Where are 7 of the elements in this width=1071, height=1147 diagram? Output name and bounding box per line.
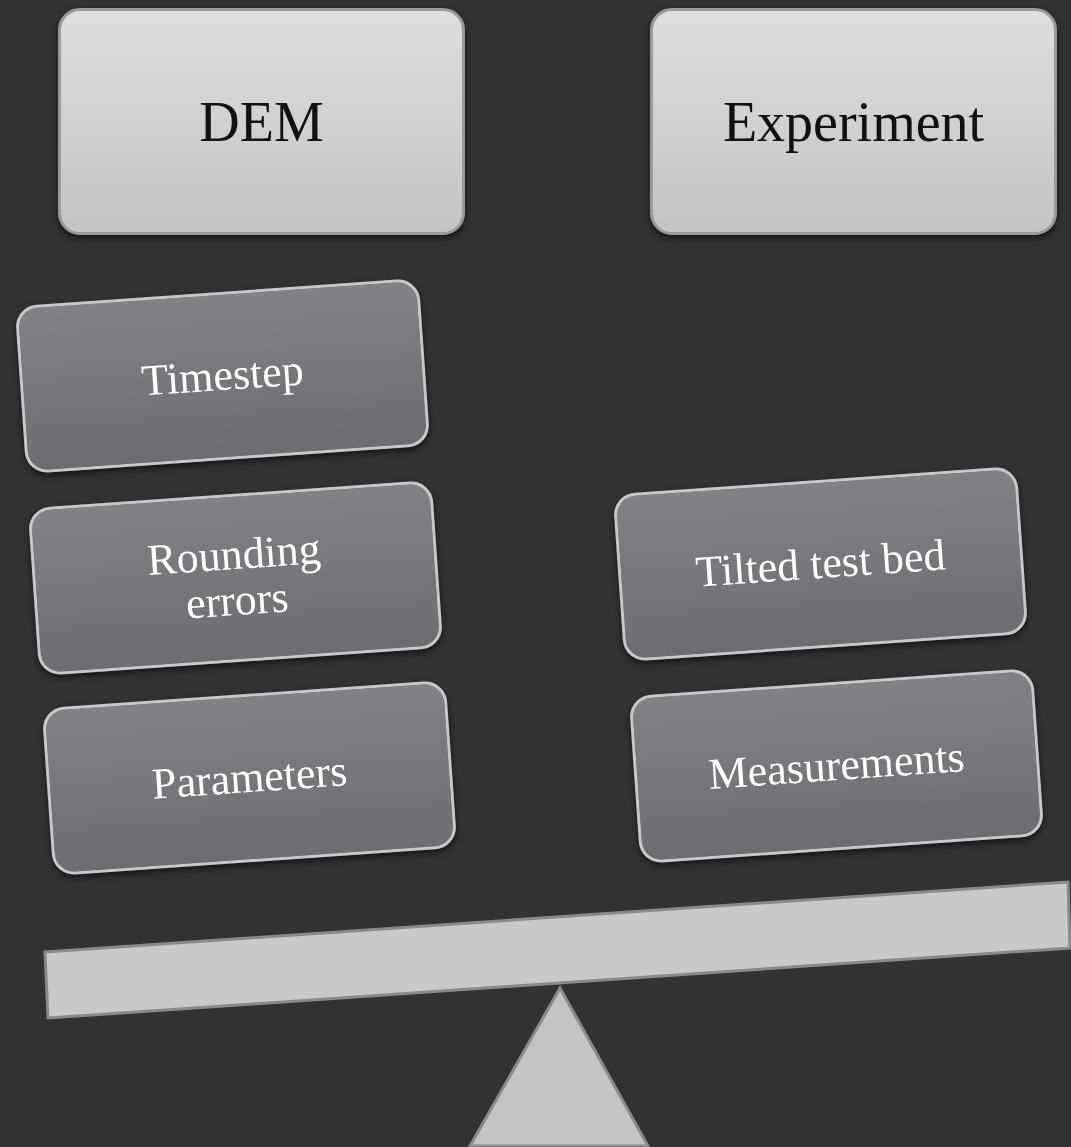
- category-box: Experiment: [650, 8, 1057, 235]
- factor-block: Measurements: [628, 668, 1045, 864]
- factor-block: Timestep: [14, 278, 431, 474]
- factor-block: Tilted test bed: [612, 466, 1029, 662]
- category-box: DEM: [58, 8, 465, 235]
- factor-block: Rounding errors: [27, 480, 444, 676]
- factor-block: Parameters: [41, 680, 458, 876]
